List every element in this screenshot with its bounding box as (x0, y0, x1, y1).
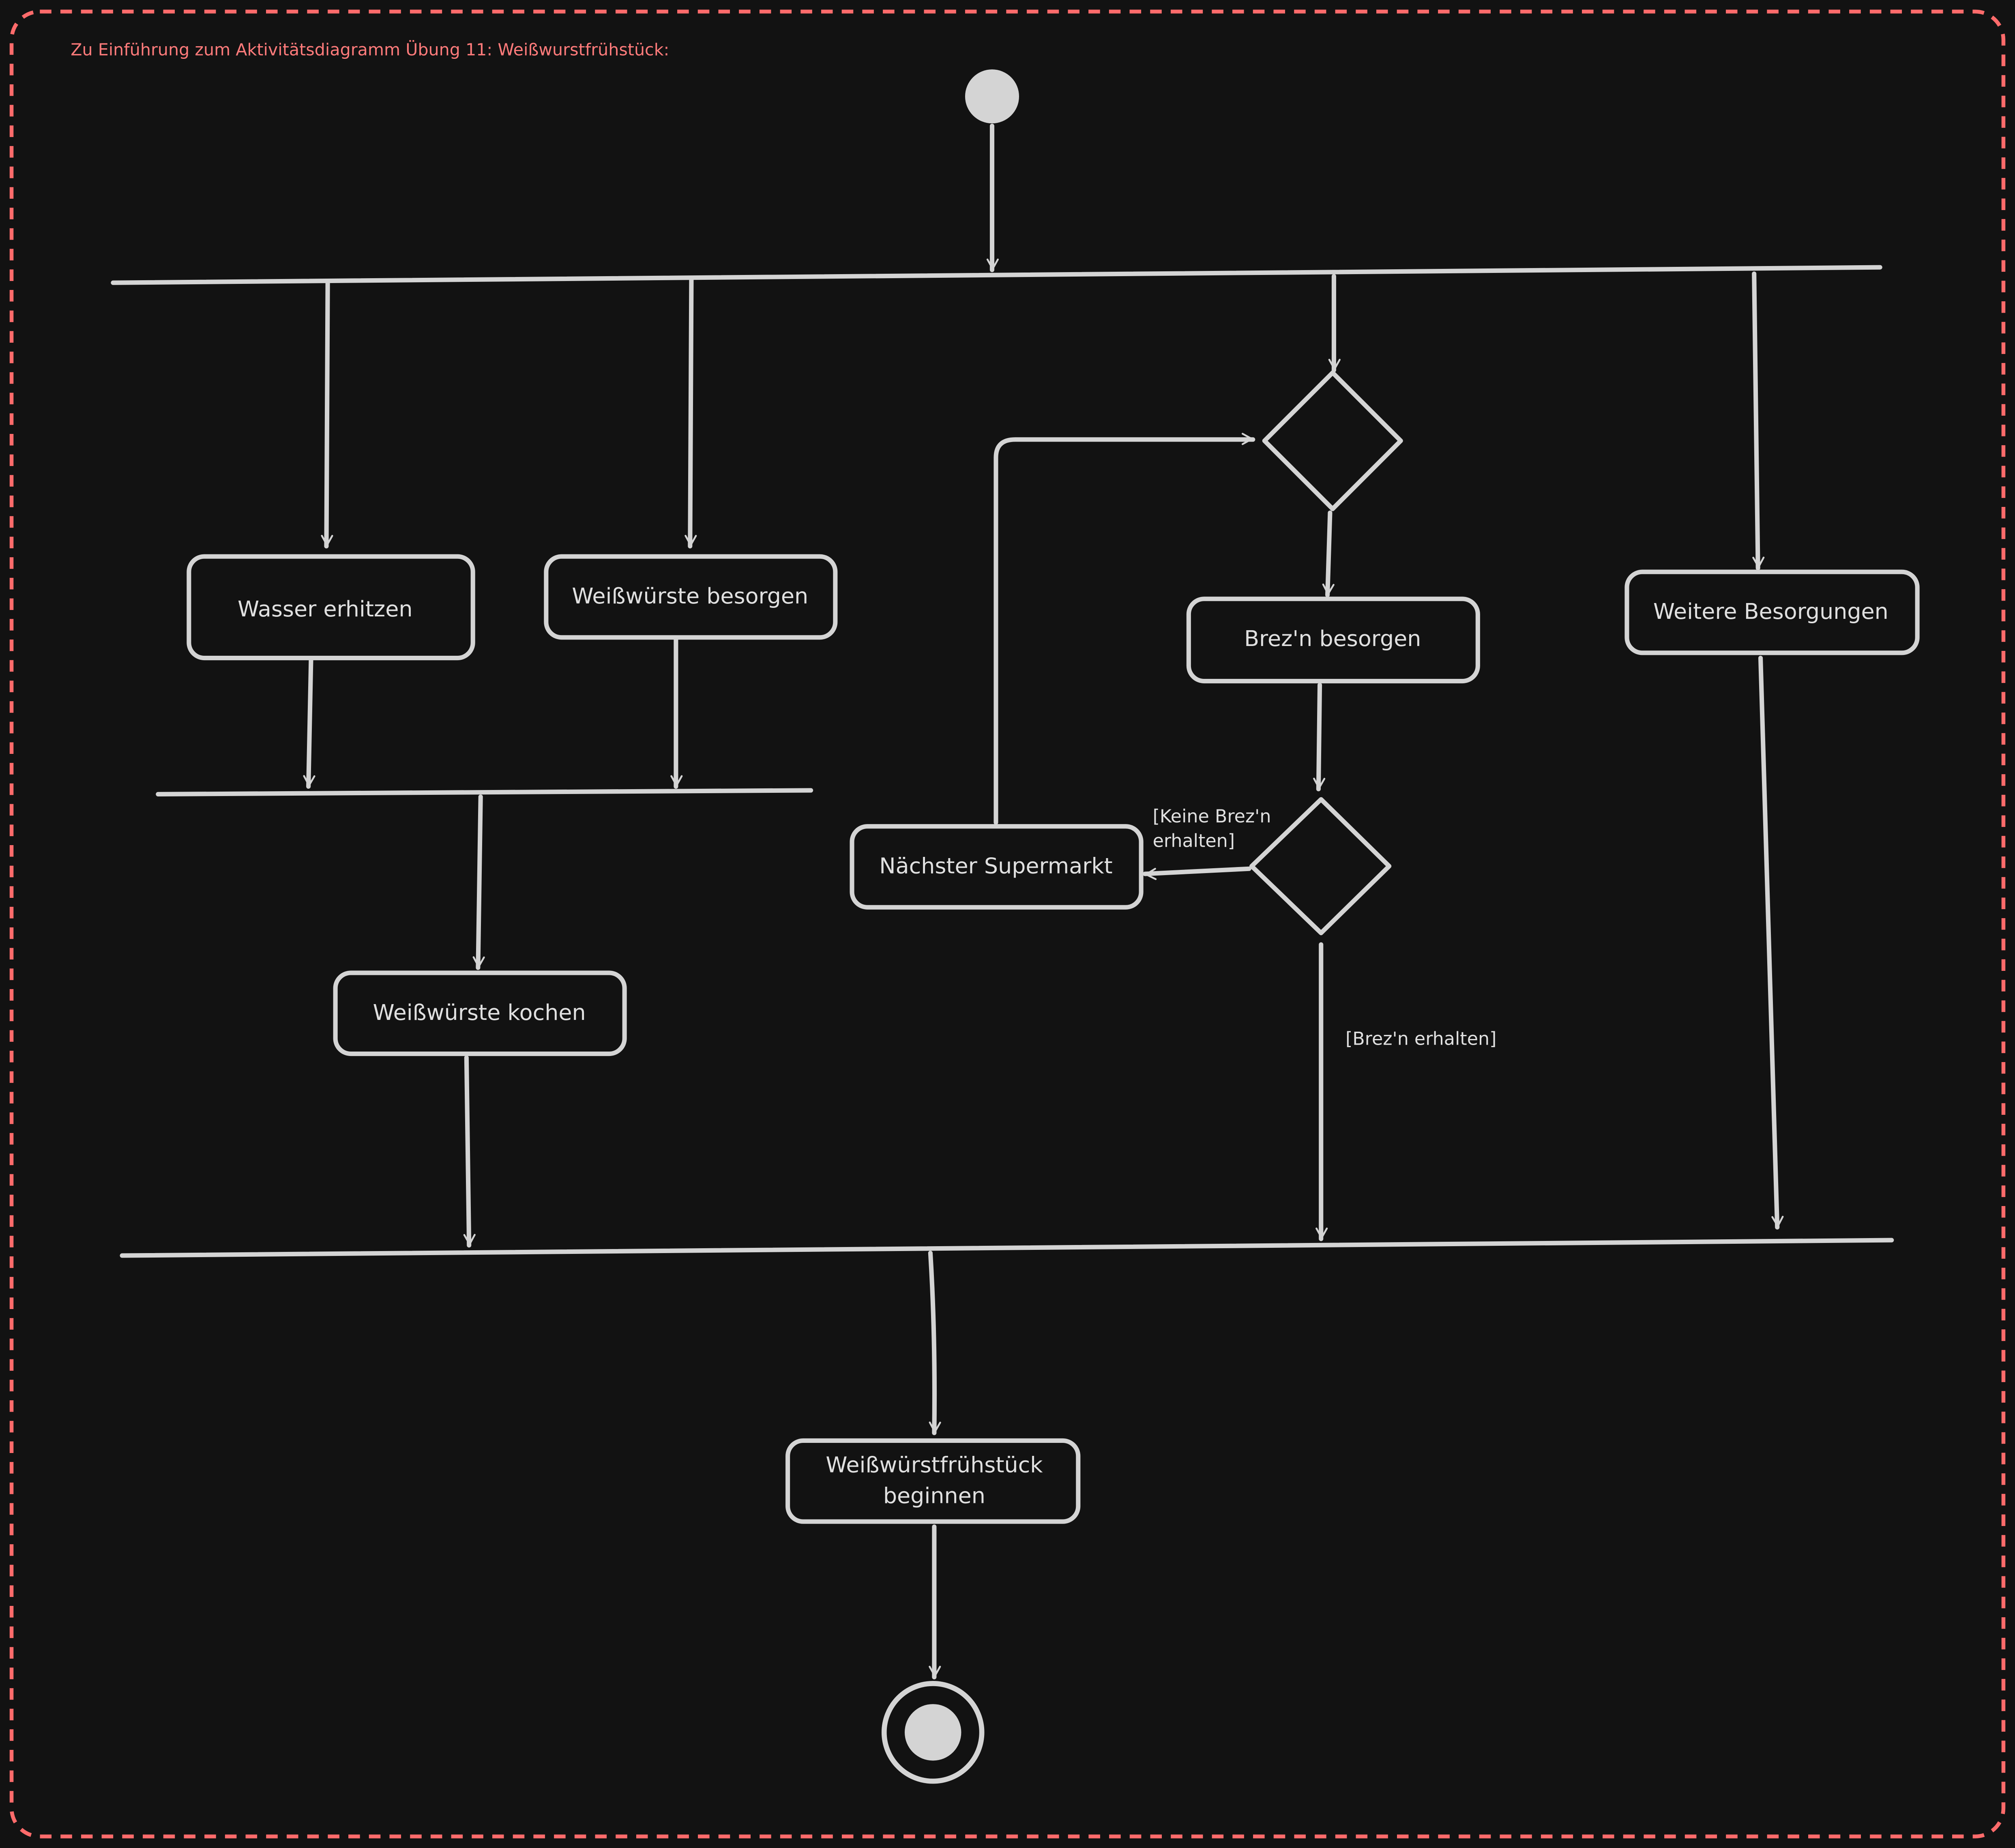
edge-fork-weitere (1752, 271, 1765, 571)
action-fruehstueck-beginnen: Weißwürstfrühstück beginnen (785, 1438, 1081, 1524)
action-label: Weißwürstfrühstück (826, 1452, 1043, 1477)
action-brezn-besorgen: Brez'n besorgen (1186, 597, 1480, 684)
merge-node (1262, 370, 1403, 511)
decision-node (1249, 797, 1392, 936)
action-weitere-besorgungen: Weitere Besorgungen (1624, 569, 1920, 655)
action-label: Brez'n besorgen (1244, 626, 1421, 651)
join-bar-1 (156, 788, 813, 796)
action-label: Weißwürste besorgen (572, 583, 808, 609)
edge-fork-weisswuerste (685, 278, 697, 549)
action-label: Wasser erhitzen (238, 596, 412, 622)
edge-fork-wasser (321, 280, 333, 549)
action-label: Nächster Supermarkt (879, 853, 1112, 879)
join-bar-2 (120, 1238, 1894, 1258)
action-label: Weißwürste kochen (373, 1000, 586, 1025)
initial-node (965, 69, 1019, 124)
action-naechster-supermarkt: Nächster Supermarkt (850, 824, 1144, 910)
edge-weitere-join (1758, 655, 1784, 1230)
guard-brezn-erhalten: [Brez'n erhalten] (1345, 1028, 1496, 1049)
final-node (881, 1681, 985, 1784)
edge-decision-supermarkt (1143, 866, 1251, 880)
edge-kochen-join (463, 1055, 476, 1248)
edge-supermarkt-loop (994, 433, 1255, 825)
action-wasser-erhitzen: Wasser erhitzen (187, 554, 475, 661)
action-label: beginnen (883, 1483, 985, 1509)
action-label: Weitere Besorgungen (1653, 599, 1888, 624)
guard-keine-brezn: [Keine Brez'n erhalten] (1153, 806, 1277, 851)
edge-merge-brezn (1322, 510, 1335, 597)
action-weisswuerste-besorgen: Weißwürste besorgen (544, 554, 838, 640)
fork-bar (111, 265, 1882, 285)
action-weisswuerste-kochen: Weißwürste kochen (333, 970, 627, 1056)
frame-border (9, 9, 2006, 1839)
edge-join-fruehstueck (928, 1251, 941, 1435)
edge-wasser-join (303, 658, 315, 789)
edge-join-kochen (472, 794, 485, 970)
diagram-title: Zu Einführung zum Aktivitätsdiagramm Übu… (71, 40, 669, 59)
edge-brezn-decision (1313, 683, 1326, 792)
